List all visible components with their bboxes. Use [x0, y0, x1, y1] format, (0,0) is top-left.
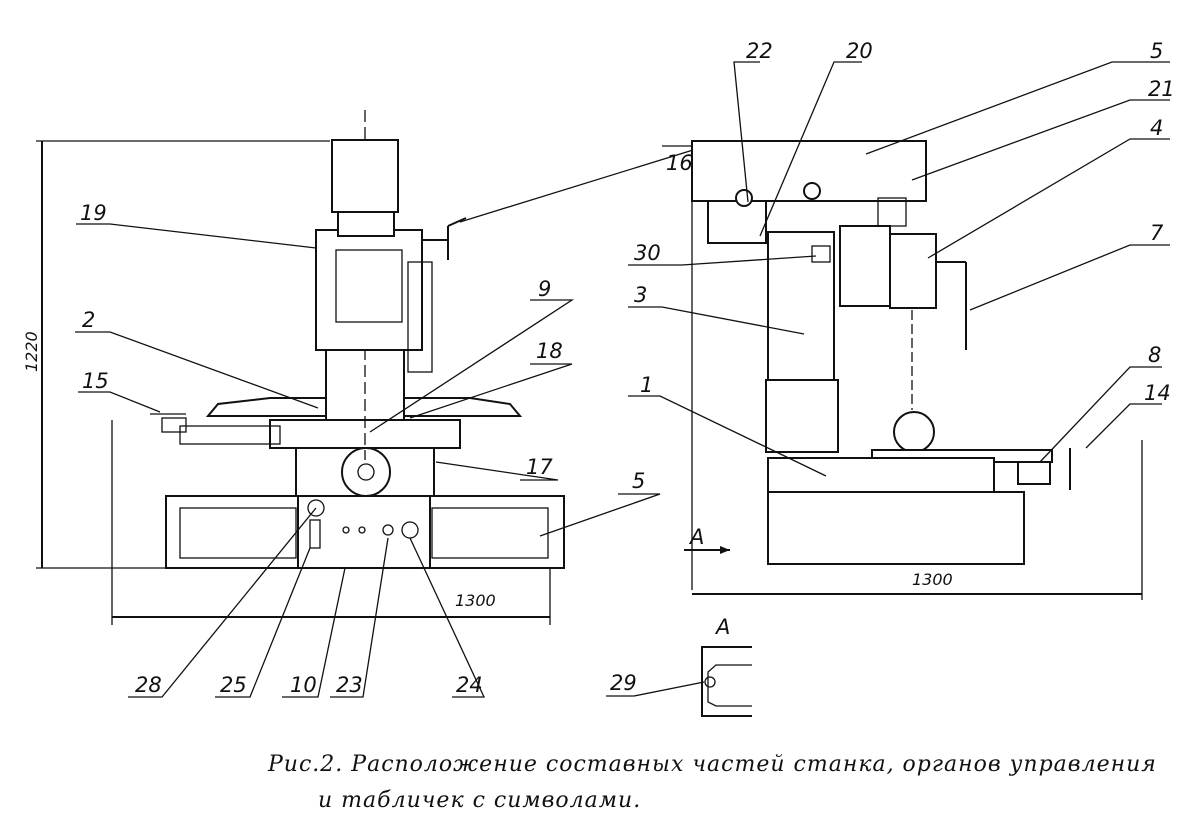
- callout-9: 9: [538, 277, 551, 301]
- right-width-dimension-label: 1300: [912, 570, 953, 589]
- width-dimension-label: 1300: [455, 591, 496, 610]
- callout-14: 14: [1144, 381, 1171, 405]
- figure-caption-line-1: Рис.2. Расположение составных частей ста…: [268, 752, 1157, 777]
- callout-20: 20: [846, 39, 873, 63]
- callout-29: 29: [610, 671, 637, 695]
- callout-8: 8: [1148, 343, 1161, 367]
- section-title: A: [714, 615, 730, 639]
- head-4: [889, 233, 937, 309]
- callout-25: 25: [220, 673, 247, 697]
- knob-20: [803, 182, 821, 200]
- ground-symbol-icon: [704, 676, 716, 688]
- plate-30: [811, 245, 831, 263]
- callout-5-right: 5: [1150, 39, 1163, 63]
- spindle-head: [315, 229, 423, 351]
- callout-16: 16: [666, 151, 693, 175]
- callout-4: 4: [1150, 116, 1163, 140]
- section-outline: [701, 646, 752, 717]
- callout-3: 3: [634, 283, 647, 307]
- knee-side: [767, 457, 995, 493]
- base-side: [767, 491, 1025, 565]
- callout-17: 17: [526, 455, 553, 479]
- callout-23: 23: [336, 673, 363, 697]
- callout-30: 30: [634, 241, 661, 265]
- callout-10: 10: [290, 673, 317, 697]
- motor: [331, 139, 399, 213]
- column-side: [767, 231, 835, 383]
- right-view: A 1300 22 20 5 21 4 30 7 3 8 1 14: [628, 39, 1175, 600]
- height-dimension-label: 1220: [22, 331, 41, 372]
- callout-24: 24: [456, 673, 483, 697]
- callout-21: 21: [1148, 77, 1175, 101]
- section-view-a: A 29: [606, 615, 752, 717]
- knob-22: [735, 189, 753, 207]
- callout-1: 1: [640, 373, 653, 397]
- switch-28: [307, 499, 325, 517]
- callout-7: 7: [1150, 221, 1164, 245]
- section-marker: A: [688, 525, 704, 549]
- left-view: 1220 1300: [22, 110, 707, 698]
- callout-2: 2: [82, 308, 95, 332]
- callout-28: 28: [135, 673, 162, 697]
- callout-18: 18: [536, 339, 563, 363]
- callout-19: 19: [80, 201, 107, 225]
- feed-handle-16: [447, 217, 467, 227]
- figure-caption-line-2: и табличек с символами.: [318, 788, 642, 813]
- callout-22: 22: [746, 39, 773, 63]
- callout-5-left: 5: [632, 469, 645, 493]
- callout-15: 15: [82, 369, 109, 393]
